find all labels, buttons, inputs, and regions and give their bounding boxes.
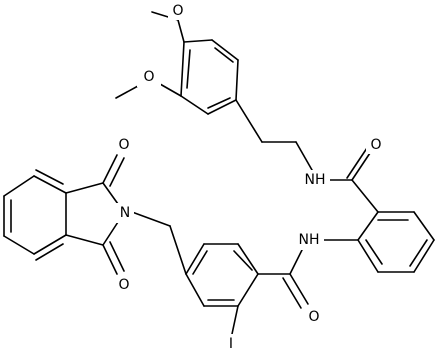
- bond: [185, 243, 205, 275]
- atom-o-imide-top: O: [114, 136, 134, 154]
- bond: [102, 154, 118, 184]
- bond: [413, 211, 435, 241]
- bond: [185, 273, 205, 307]
- bond: [3, 175, 35, 197]
- bond: [109, 157, 125, 187]
- atom-o-methoxy-left: O: [137, 67, 161, 87]
- atom-label: I: [229, 336, 233, 352]
- bond: [180, 41, 185, 97]
- bond: [351, 179, 379, 213]
- atom-labels: O O NH O NH O N O: [114, 2, 386, 354]
- atom-label: NH: [299, 232, 320, 248]
- bond: [33, 234, 67, 255]
- bond: [235, 99, 263, 143]
- bond: [231, 305, 239, 335]
- atom-o-lower-amide: O: [304, 308, 324, 326]
- bond: [237, 273, 259, 307]
- atom-label: O: [308, 309, 319, 325]
- bond: [169, 225, 187, 275]
- atom-label: O: [172, 3, 183, 19]
- bond: [295, 141, 313, 171]
- atom-o-methoxy-top: O: [168, 2, 188, 20]
- bond: [413, 239, 435, 273]
- bond: [207, 97, 231, 109]
- bond: [289, 249, 303, 275]
- bond: [409, 239, 428, 267]
- atom-label: O: [118, 277, 129, 293]
- bond: [102, 182, 119, 205]
- bond: [102, 244, 118, 275]
- bond: [65, 182, 104, 194]
- atom-nh-upper-amide: NH: [300, 170, 330, 190]
- bond: [35, 243, 64, 261]
- atom-label: NH: [305, 172, 326, 188]
- bond: [115, 85, 139, 99]
- bond: [65, 234, 104, 246]
- atom-o-upper-amide: O: [366, 136, 386, 154]
- bond: [211, 39, 239, 61]
- bond: [183, 39, 213, 43]
- bond: [346, 147, 368, 179]
- bond: [3, 235, 35, 255]
- bond: [207, 99, 237, 115]
- bond: [289, 273, 309, 305]
- bond: [214, 47, 234, 63]
- bond: [357, 239, 379, 273]
- atom-label: O: [370, 137, 381, 153]
- bond: [131, 211, 171, 227]
- bond: [351, 149, 373, 181]
- bonds: [3, 11, 435, 335]
- bond: [180, 95, 209, 115]
- bond: [282, 277, 302, 309]
- bond: [357, 211, 379, 241]
- bond: [233, 250, 253, 271]
- atom-label: O: [143, 69, 154, 85]
- atom-nh-lower-amide: NH: [294, 230, 324, 250]
- atom-iodine: I: [224, 334, 238, 354]
- atom-n-imide: N: [116, 203, 134, 223]
- bond: [35, 169, 64, 185]
- bond: [365, 239, 383, 265]
- bond: [33, 175, 67, 194]
- bond: [192, 250, 208, 275]
- atom-label: O: [118, 137, 129, 153]
- bond: [177, 19, 185, 43]
- bond: [237, 243, 259, 275]
- bond: [102, 221, 119, 246]
- bond: [159, 83, 182, 97]
- atom-o-imide-bottom: O: [114, 276, 134, 294]
- bond: [235, 59, 239, 101]
- atom-label: N: [120, 205, 130, 221]
- bond: [109, 241, 125, 272]
- bond: [186, 49, 191, 89]
